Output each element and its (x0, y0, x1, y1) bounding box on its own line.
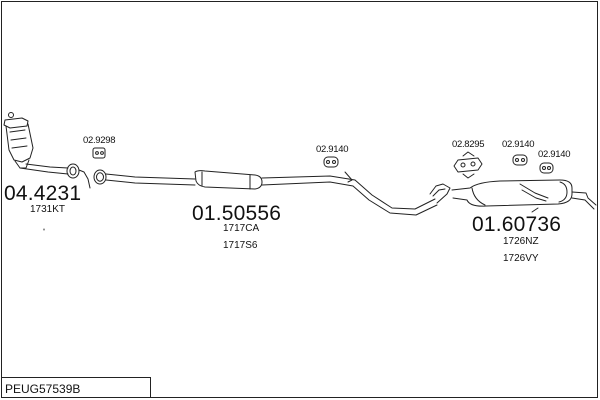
leader-line-1 (531, 207, 539, 213)
hanger-drawing-2 (512, 154, 528, 166)
hanger-drawing-1 (323, 156, 339, 168)
mount-part-number-2: 02.9140 (316, 144, 349, 155)
gasket-drawing (93, 169, 107, 185)
mount-part-number-4: 02.9140 (502, 139, 535, 150)
mount-part-number-5: 02.9140 (538, 149, 571, 160)
middle-pipe-drawing (105, 170, 451, 216)
rear-silencer-reference-2: 1726VY (503, 253, 539, 264)
mount-part-number-1: 02.9298 (83, 135, 116, 146)
mount-part-number-3: 02.8295 (452, 139, 485, 150)
middle-pipe-reference-2: 1717S6 (223, 240, 258, 251)
catalyst-reference: 1731KT (30, 204, 66, 215)
rear-silencer-reference-1: 1726NZ (503, 236, 539, 247)
catalyst-part-number: 04.4231 (4, 182, 82, 205)
hanger-drawing-3 (539, 162, 554, 174)
clamp-drawing-1 (92, 147, 106, 159)
diagram-code-box: PEUG57539B (1, 377, 151, 398)
middle-pipe-reference-1: 1717CA (223, 223, 260, 234)
rear-silencer-drawing (451, 179, 597, 210)
rear-silencer-part-number: 01.60736 (472, 213, 562, 236)
catalytic-converter-drawing (3, 112, 91, 189)
diagram-code: PEUG57539B (5, 382, 81, 396)
bracket-drawing (453, 151, 483, 179)
middle-pipe-part-number: 01.50556 (192, 202, 282, 225)
